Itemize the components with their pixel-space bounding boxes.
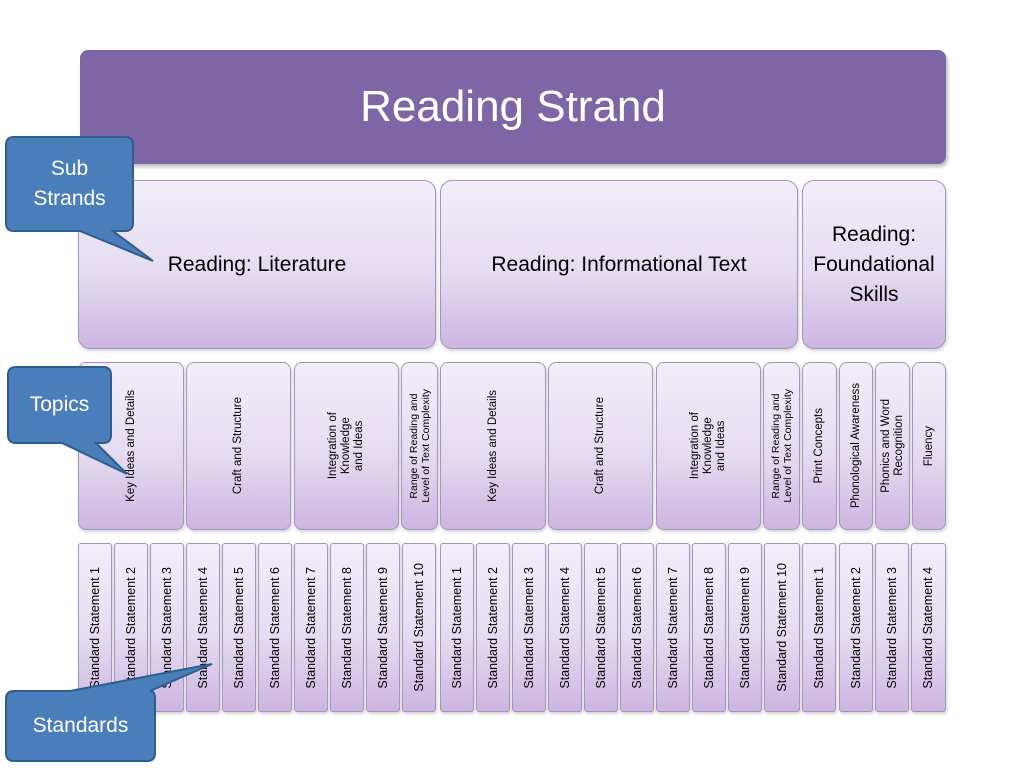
standards-callout-shape: [5, 663, 213, 762]
standard-statement: Standard Statement 4: [911, 543, 946, 712]
topic-key-ideas-and-details: Key Ideas and Details: [440, 362, 546, 530]
sub-strands-callout-label: Sub Strands: [33, 157, 106, 210]
topic-phonics-and-word-recognition: Phonics and Word Recognition: [875, 362, 910, 530]
topic-fluency: Fluency: [912, 362, 946, 530]
strand-reading-foundational-skills: Reading: Foundational Skills: [802, 180, 946, 349]
standard-statement: Standard Statement 9: [366, 543, 400, 712]
standard-statement: Standard Statement 8: [330, 543, 364, 712]
topic-range-of-reading: Range of Reading and Level of Text Compl…: [763, 362, 800, 530]
header-title: Reading Strand: [360, 82, 666, 131]
topic-craft-and-structure: Craft and Structure: [548, 362, 653, 530]
standard-statement: Standard Statement 6: [620, 543, 654, 712]
topic-range-of-reading: Range of Reading and Level of Text Compl…: [401, 362, 438, 530]
standard-statement: Standard Statement 7: [656, 543, 690, 712]
topic-print-concepts: Print Concepts: [802, 362, 837, 530]
reading-strand-header: Reading Strand: [80, 50, 946, 164]
topic-integration-of-knowledge: Integration of Knowledge and Ideas: [294, 362, 399, 530]
standard-statement: Standard Statement 1: [802, 543, 836, 712]
standard-statement: Standard Statement 4: [548, 543, 582, 712]
standard-statement: Standard Statement 3: [512, 543, 546, 712]
standard-statement: Standard Statement 3: [875, 543, 909, 712]
standard-statement: Standard Statement 9: [728, 543, 762, 712]
strand-label: Reading: Informational Text: [491, 252, 747, 276]
standard-statement: Standard Statement 8: [692, 543, 726, 712]
sub-strands-callout-shape: [5, 136, 154, 262]
strand-reading-literature: Reading: Literature: [78, 180, 436, 349]
topic-integration-of-knowledge: Integration of Knowledge and Ideas: [656, 362, 761, 530]
standard-statement: Standard Statement 5: [222, 543, 256, 712]
topics-callout-label: Topics: [29, 393, 90, 416]
standard-statement: Standard Statement 2: [839, 543, 873, 712]
strand-label: Reading: Foundational Skills: [813, 222, 935, 306]
topic-phonological-awareness: Phonological Awareness: [839, 362, 873, 530]
standard-statement: Standard Statement 1: [440, 543, 474, 712]
standards-callout-label: Standards: [32, 714, 129, 737]
strand-reading-informational-text: Reading: Informational Text: [440, 180, 798, 349]
strand-label: Reading: Literature: [167, 252, 347, 276]
standard-statement: Standard Statement 5: [584, 543, 618, 712]
topics-callout-shape: [7, 366, 128, 475]
standard-statement: Standard Statement 4: [186, 543, 220, 712]
standard-statement: Standard Statement 2: [476, 543, 510, 712]
standard-statement: Standard Statement 10: [764, 543, 800, 712]
topic-craft-and-structure: Craft and Structure: [186, 362, 291, 530]
standard-statement: Standard Statement 10: [402, 543, 436, 712]
standard-statement: Standard Statement 6: [258, 543, 292, 712]
standard-statement: Standard Statement 7: [294, 543, 328, 712]
